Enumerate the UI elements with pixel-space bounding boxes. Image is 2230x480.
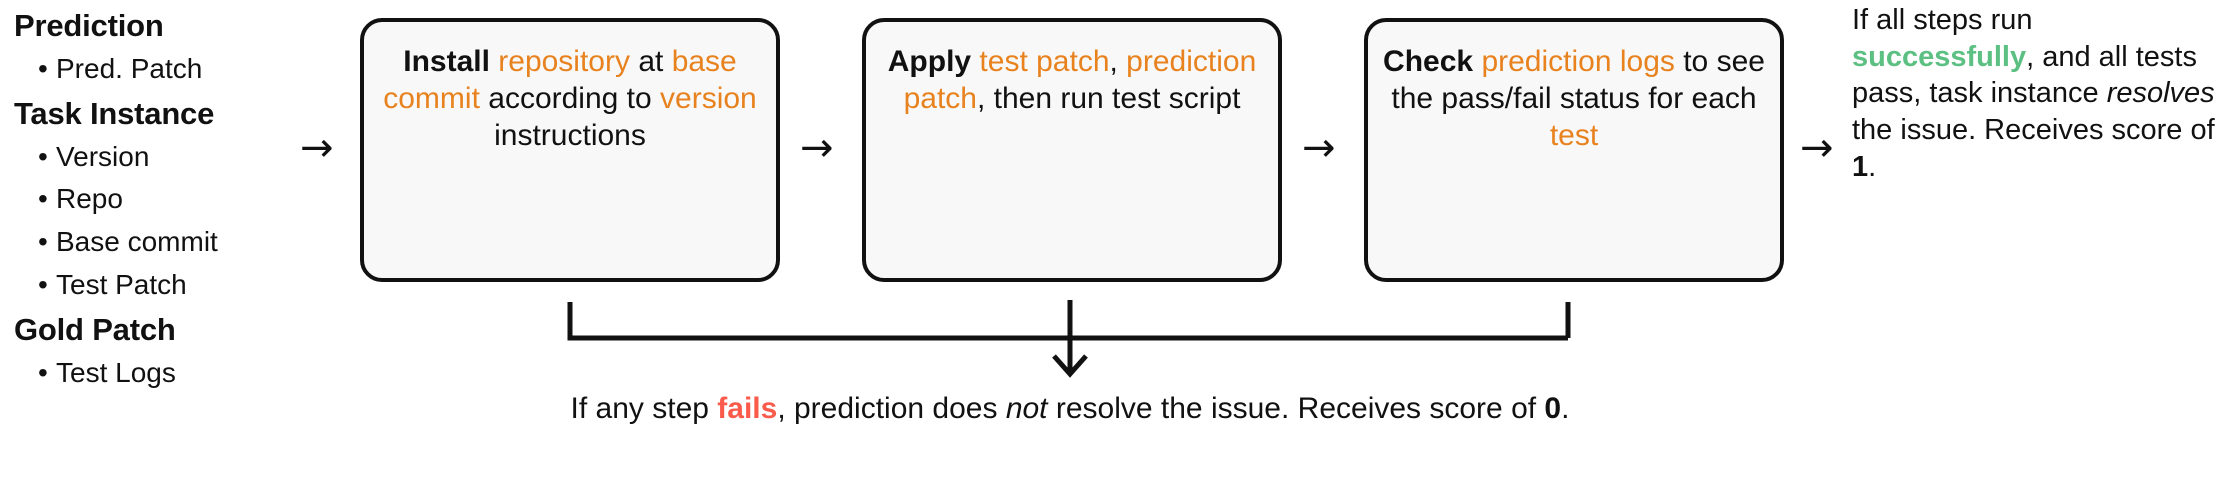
step-highlight: repository — [498, 45, 630, 78]
arrow-right-icon-3: → — [1302, 125, 1336, 171]
step-box-apply: Apply test patch, prediction patch, then… — [862, 18, 1282, 282]
outcome-plain: the issue. Receives score of — [1852, 114, 2215, 147]
step-plain: , — [1109, 45, 1127, 78]
bullet-icon: • — [38, 52, 48, 84]
outcome-italic: resolves — [2106, 77, 2215, 110]
input-group-prediction: Prediction • Pred. Patch — [14, 8, 314, 85]
outcome-plain: , and all tests pass, task instance — [1852, 40, 2197, 110]
caption-plain: If any step — [570, 392, 718, 425]
bullet-icon: • — [38, 268, 48, 300]
caption-italic: not — [1005, 392, 1048, 425]
bullet-icon: • — [38, 356, 48, 388]
list-item-label: Version — [56, 140, 150, 172]
step-highlight: prediction logs — [1481, 45, 1675, 78]
group-header-prediction: Prediction — [14, 8, 164, 43]
caption-plain: . — [1561, 392, 1570, 425]
list-item: • Test Patch — [38, 268, 314, 302]
bullet-icon: • — [38, 183, 48, 215]
step-plain: , then run test script — [976, 81, 1241, 115]
step-keyword: Install — [403, 45, 499, 78]
step-plain: according to — [479, 81, 661, 115]
caption-plain: , prediction does — [777, 392, 1006, 425]
list-item: • Version — [38, 140, 314, 174]
arrow-right-icon-2: → — [800, 125, 834, 171]
bullet-icon: • — [38, 140, 48, 172]
step-keyword: Apply — [887, 45, 980, 78]
step-plain: at — [629, 45, 672, 78]
list-item: • Base commit — [38, 225, 314, 259]
step-box-check: Check prediction logs to see the pass/fa… — [1364, 18, 1784, 282]
success-outcome-text: If all steps run successfully, and all t… — [1852, 2, 2222, 185]
list-item-label: Repo — [56, 183, 123, 215]
step-box-install: Install repository at base commit accord… — [360, 18, 780, 282]
input-group-gold-patch: Gold Patch • Test Logs — [14, 312, 314, 389]
failure-outcome-text: If any step fails, prediction does not r… — [520, 390, 1620, 428]
step-highlight: test — [1549, 118, 1599, 152]
step-highlight: version — [660, 81, 757, 115]
step-highlight: base commit — [383, 45, 737, 115]
group-header-task-instance: Task Instance — [14, 96, 215, 132]
step-text-install: Install repository at base commit accord… — [364, 44, 776, 155]
list-item: • Repo — [38, 182, 314, 216]
caption-fail-word: fails — [717, 392, 778, 425]
step-highlight: prediction patch — [903, 45, 1257, 115]
caption-plain: resolve the issue. Receives score of — [1047, 392, 1545, 425]
step-plain: instructions — [494, 118, 646, 152]
arrow-right-icon-4: → — [1800, 125, 1834, 171]
list-item: • Test Logs — [38, 356, 314, 390]
step-text-check: Check prediction logs to see the pass/fa… — [1368, 44, 1780, 155]
list-item-label: Base commit — [56, 225, 218, 257]
outcome-success-word: successfully — [1852, 40, 2027, 73]
step-highlight: test patch — [979, 45, 1110, 78]
caption-score: 0 — [1544, 392, 1562, 425]
arrow-right-icon-1: → — [300, 125, 334, 171]
outcome-score: 1 — [1852, 150, 1869, 183]
outcome-plain: If all steps run — [1852, 4, 2033, 36]
group-header-gold-patch: Gold Patch — [14, 312, 176, 348]
list-item-label: Test Logs — [56, 356, 176, 388]
step-text-apply: Apply test patch, prediction patch, then… — [866, 44, 1278, 118]
input-group-task-instance: Task Instance • Version • Repo • Base co… — [14, 96, 314, 301]
step-keyword: Check — [1383, 45, 1482, 78]
list-item-label: Test Patch — [56, 268, 187, 300]
step-plain: to see the pass/fail status for each — [1391, 45, 1765, 115]
list-item: • Pred. Patch — [38, 52, 314, 86]
inputs-column: Prediction • Pred. Patch Task Instance •… — [14, 8, 314, 398]
outcome-plain: . — [1868, 150, 1877, 183]
list-item-label: Pred. Patch — [56, 52, 203, 84]
bullet-icon: • — [38, 225, 48, 257]
